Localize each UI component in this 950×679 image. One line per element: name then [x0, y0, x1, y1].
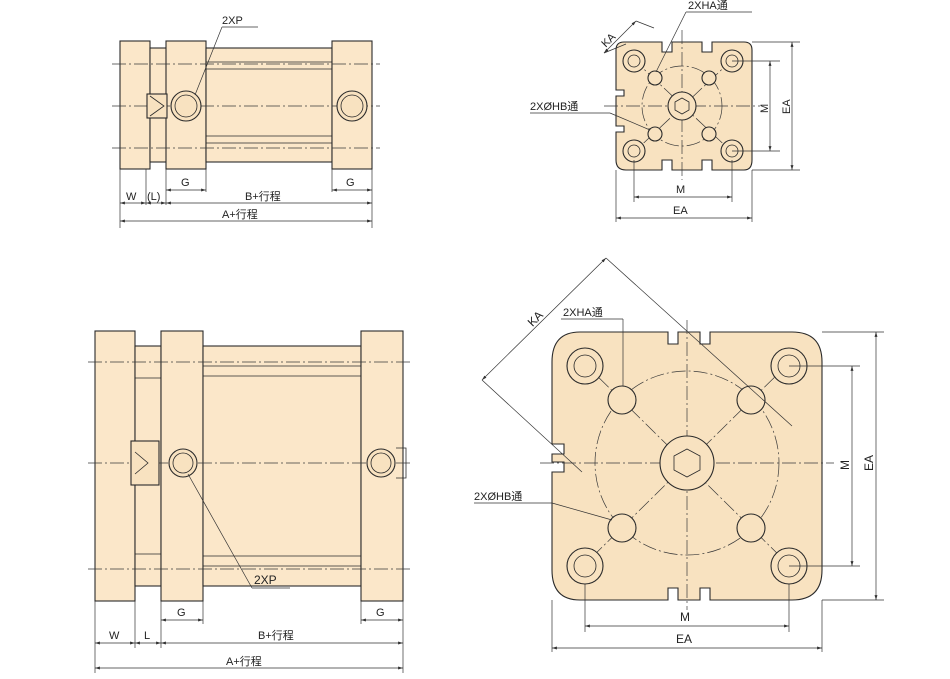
hb-hole-1-large	[607, 513, 637, 543]
port-label: 2XP	[222, 15, 243, 27]
port-hole-front	[170, 90, 202, 122]
w-label: W	[126, 191, 137, 203]
ha-hole-2-large	[736, 385, 766, 415]
hb-hole-1	[647, 126, 663, 142]
corner-hole-bl-large	[566, 547, 604, 585]
rod-end	[667, 91, 697, 121]
corner-hole-tl-large	[566, 347, 604, 385]
corner-hole-tl	[622, 49, 646, 73]
side-view-small: 2XP G G W (L) B+行程 A+行程	[112, 15, 380, 228]
cylinder-tube	[205, 47, 333, 163]
ha-hole-1-large	[607, 385, 637, 415]
m-label-large-h: M	[680, 610, 690, 624]
hb-label-large: 2XØHB通	[474, 490, 522, 503]
g-label-front: G	[181, 177, 190, 189]
g-label-rear-large: G	[376, 607, 385, 619]
b-stroke-label: B+行程	[245, 190, 281, 203]
g-label-front-large: G	[177, 607, 186, 619]
end-cap-rod	[119, 40, 151, 170]
rod-nut	[146, 93, 168, 119]
ea-label-large-h: EA	[676, 632, 692, 646]
port-label-large: 2XP	[254, 573, 277, 587]
a-stroke-label: A+行程	[222, 208, 258, 221]
end-view-large: KA 2XHA通 2XØHB通 M EA M EA	[474, 257, 884, 652]
end-view-small: KA 2XHA通 2XØHB通 M EA M EA	[530, 0, 800, 222]
l-paren-label: (L)	[147, 191, 160, 203]
ha-label-small: 2XHA通	[688, 0, 728, 12]
cylinder-tube-large	[202, 345, 362, 587]
ha-hole-2	[701, 70, 717, 86]
hb-label-small: 2XØHB通	[530, 100, 578, 113]
ha-hole-1	[647, 70, 663, 86]
ea-label-small-h: EA	[673, 205, 688, 217]
rod-nut-large	[130, 440, 160, 486]
g-label-rear: G	[346, 177, 355, 189]
m-label-large-v: M	[838, 460, 852, 470]
end-cap-rod-large	[94, 330, 136, 602]
side-view-large: 2XP G G W L B+行程 A+行程	[88, 330, 410, 673]
a-stroke-label-large: A+行程	[226, 655, 262, 668]
corner-hole-bl	[622, 139, 646, 163]
l-label-large: L	[144, 630, 150, 642]
w-label-large: W	[109, 630, 120, 642]
m-label-small-h: M	[676, 184, 685, 196]
rod-end-large	[659, 435, 715, 491]
port-hole-rear	[336, 90, 368, 122]
hb-hole-2-large	[736, 513, 766, 543]
ea-label-small-v: EA	[781, 99, 793, 114]
ea-label-large-v: EA	[862, 455, 876, 471]
m-label-small-v: M	[759, 104, 771, 113]
ha-label-large: 2XHA通	[563, 306, 603, 319]
b-stroke-label-large: B+行程	[258, 629, 294, 642]
hb-hole-2	[701, 126, 717, 142]
ka-label-large: KA	[525, 308, 546, 329]
